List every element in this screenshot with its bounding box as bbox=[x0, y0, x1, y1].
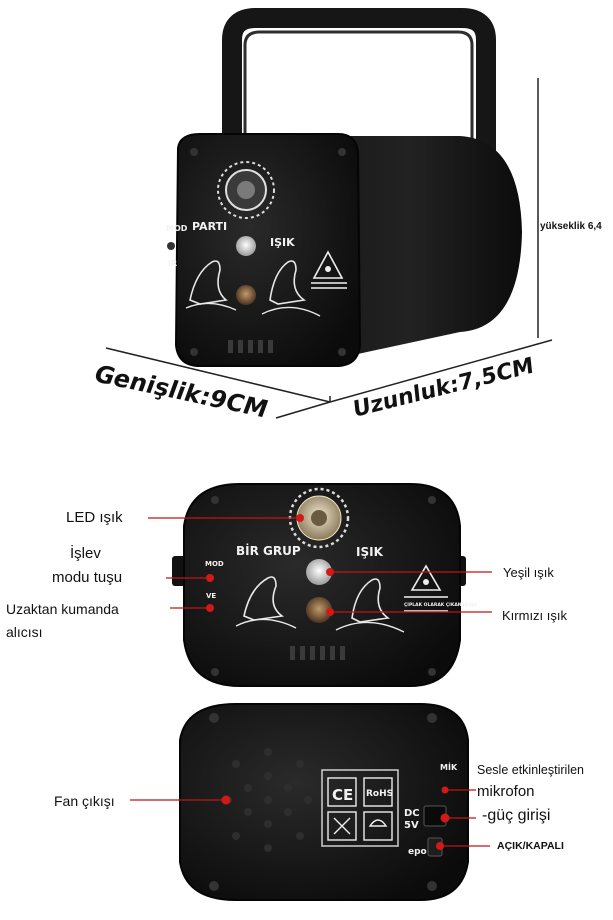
top-red-lens bbox=[236, 285, 256, 305]
remote-callout-line1: Uzaktan kumanda bbox=[6, 601, 119, 617]
front-green-lens bbox=[306, 559, 332, 585]
top-mod-label: MOD bbox=[166, 224, 188, 233]
red-callout: Kırmızı ışık bbox=[502, 608, 567, 623]
front-title-left: BİR GRUP bbox=[236, 543, 301, 558]
power-callout: -güç girişi bbox=[482, 807, 551, 824]
function-callout-line1: İşlev bbox=[70, 545, 101, 562]
height-label: yükseklik 6,4 bbox=[540, 221, 602, 232]
front-sticker-text: ÇIPLAK OLARAK ÇIKAN IŞINA bbox=[404, 602, 477, 608]
front-callout-dots bbox=[206, 514, 334, 616]
fan-callout: Fan çıkışı bbox=[54, 793, 115, 809]
top-warning-sticker bbox=[311, 250, 347, 289]
top-green-lens bbox=[236, 236, 256, 256]
sound-callout-line2: mikrofon bbox=[477, 783, 535, 800]
ce-mark: CE bbox=[332, 786, 353, 804]
top-ir-label: IR bbox=[168, 259, 177, 268]
function-callout-line2: modu tuşu bbox=[52, 569, 123, 586]
onoff-callout: AÇIK/KAPALI bbox=[497, 840, 564, 852]
cert-box bbox=[321, 769, 399, 847]
dimension-lines bbox=[105, 78, 553, 419]
back-callout-dots bbox=[221, 786, 450, 850]
mic-label: MİK bbox=[440, 762, 458, 772]
dc-label: DC bbox=[404, 808, 420, 819]
top-mode-button bbox=[167, 242, 175, 250]
led-callout: LED ışık bbox=[66, 509, 123, 526]
front-red-lens bbox=[306, 597, 332, 623]
front-callout-lines bbox=[148, 517, 492, 613]
top-right-word: IŞIK bbox=[270, 236, 295, 249]
back-callout-lines bbox=[130, 789, 490, 847]
top-device: MOD IR PARTI IŞIK bbox=[166, 8, 522, 367]
green-callout: Yeşil ışık bbox=[503, 565, 554, 580]
front-warning-sticker bbox=[404, 564, 448, 612]
top-led-sunburst bbox=[217, 161, 275, 219]
remote-callout-line2: alıcısı bbox=[6, 624, 43, 640]
sound-callout-line1: Sesle etkinleştirilen bbox=[477, 763, 584, 777]
dc-volt-label: 5V bbox=[404, 820, 419, 831]
rohs-mark: RoHS bbox=[366, 789, 393, 799]
front-title-right: IŞIK bbox=[356, 545, 384, 559]
top-left-word: PARTI bbox=[192, 220, 227, 233]
front-mod-label: MOD bbox=[205, 560, 224, 568]
switch-label: epo bbox=[408, 847, 427, 857]
front-ve-label: VE bbox=[206, 592, 216, 600]
front-view-device: MOD VE BİR GRUP IŞIK ÇIPLAK OLARAK ÇIKAN… bbox=[172, 483, 477, 687]
